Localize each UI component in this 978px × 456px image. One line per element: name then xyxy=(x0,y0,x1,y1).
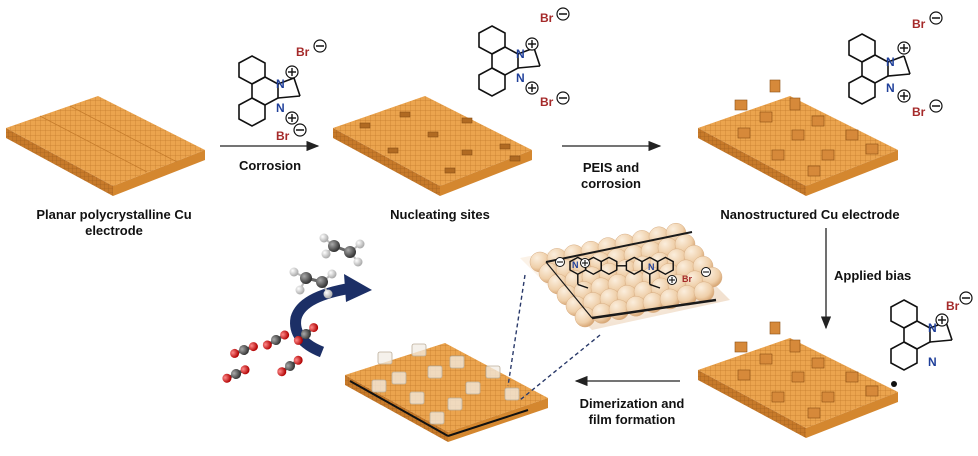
svg-text:N: N xyxy=(276,77,285,91)
label-nucleating-sites: Nucleating sites xyxy=(390,207,490,222)
ethylene-molecule xyxy=(289,267,337,299)
inset-dimer xyxy=(569,256,674,289)
radical-molecule xyxy=(890,299,953,371)
diquat-molecule-2-charges: N N Br Br xyxy=(516,7,570,109)
cu-sphere xyxy=(591,303,613,324)
curved-arrow xyxy=(290,274,372,358)
svg-text:Br: Br xyxy=(682,274,692,284)
nanostructured-cu-electrode xyxy=(698,79,898,196)
diquat-molecule-3-charges: N N Br Br xyxy=(886,11,943,119)
svg-text:Br: Br xyxy=(946,299,960,313)
svg-text:N: N xyxy=(886,81,895,95)
ethylene-molecule xyxy=(319,233,365,267)
svg-text:Br: Br xyxy=(912,17,926,31)
cu-sphere xyxy=(608,299,630,321)
svg-text:N: N xyxy=(648,262,655,272)
film-coated-cu-electrode xyxy=(345,343,548,442)
cu-sphere xyxy=(693,281,715,303)
svg-text:Br: Br xyxy=(912,105,926,119)
step-dimerization-line1: Dimerization and xyxy=(579,396,685,411)
step-corrosion: Corrosion xyxy=(238,158,302,173)
svg-text:Br: Br xyxy=(540,95,554,109)
step-peis-line1: PEIS and xyxy=(582,160,640,175)
biased-cu-electrode xyxy=(698,321,898,438)
svg-text:Br: Br xyxy=(540,11,554,25)
inset-dimer-charges: N N Br xyxy=(555,257,711,285)
zoom-inset xyxy=(507,222,730,401)
svg-text:N: N xyxy=(928,321,937,335)
svg-text:N: N xyxy=(928,355,937,369)
step-applied-bias: Applied bias xyxy=(834,268,912,283)
nucleating-sites-electrode xyxy=(333,96,532,196)
svg-text:N: N xyxy=(516,71,525,85)
step-peis-line2: corrosion xyxy=(581,176,641,191)
label-nanostructured-electrode: Nanostructured Cu electrode xyxy=(720,207,900,222)
planar-cu-electrode xyxy=(6,96,205,196)
co2-molecules xyxy=(222,323,319,383)
label-planar-electrode: Planar polycrystalline Cu electrode xyxy=(36,207,192,238)
diquat-molecule-1-charges: N N Br Br xyxy=(276,39,327,143)
svg-text:N: N xyxy=(572,260,579,270)
svg-text:Br: Br xyxy=(276,129,290,143)
svg-text:N: N xyxy=(886,55,895,69)
svg-text:Br: Br xyxy=(296,45,310,59)
radical-molecule-charges: N N Br xyxy=(891,291,973,387)
svg-text:N: N xyxy=(276,101,285,115)
svg-text:N: N xyxy=(516,47,525,61)
diquat-molecule-2 xyxy=(478,25,541,97)
step-dimerization-line2: film formation xyxy=(588,412,676,427)
diquat-molecule-3 xyxy=(848,33,911,105)
diquat-molecule-1 xyxy=(238,55,301,127)
